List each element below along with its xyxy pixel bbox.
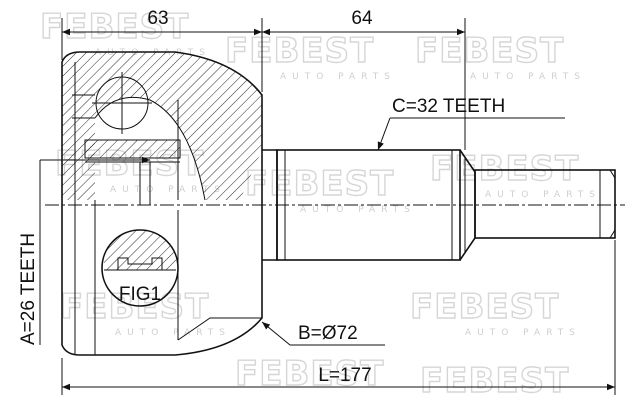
- fig1-label: FIG1: [119, 284, 161, 305]
- spline-shaft: [262, 149, 616, 261]
- top-dimensions: 63 64: [61, 8, 466, 150]
- diameter-b-label: B=Ø72: [298, 323, 358, 344]
- watermark-brand: FEBEST: [245, 164, 394, 204]
- bell-housing: [61, 51, 263, 356]
- watermark-sub: AUTO PARTS: [470, 72, 586, 82]
- spline-a-label: A=26 TEETH: [18, 233, 39, 345]
- watermark-sub: AUTO PARTS: [280, 72, 396, 82]
- watermark-sub: AUTO PARTS: [300, 205, 416, 215]
- watermark-brand: FEBEST: [415, 31, 564, 71]
- overall-dimension: L=177: [61, 240, 616, 395]
- callout-b: B=Ø72: [261, 321, 385, 346]
- dim-64: 64: [351, 8, 373, 29]
- overall-length-label: L=177: [318, 365, 371, 386]
- watermark-sub: AUTO PARTS: [465, 328, 581, 338]
- watermark-brand: FEBEST: [225, 31, 374, 71]
- watermark-sub: AUTO PARTS: [485, 190, 601, 200]
- watermark-brand: FEBEST: [420, 361, 569, 400]
- watermark-brand: FEBEST: [60, 287, 209, 327]
- dim-63: 63: [147, 8, 168, 29]
- watermark-brand: FEBEST: [410, 287, 559, 327]
- watermark-brand: FEBEST: [430, 149, 579, 189]
- spline-c-label: C=32 TEETH: [392, 96, 505, 117]
- fig1-detail: FIG1: [101, 229, 179, 307]
- watermark-sub: AUTO PARTS: [115, 328, 231, 338]
- callout-a: A=26 TEETH: [18, 156, 150, 345]
- watermark-sub: AUTO PARTS: [110, 185, 226, 195]
- callout-c: C=32 TEETH: [377, 96, 565, 151]
- watermark-brand: FEBEST: [40, 7, 189, 47]
